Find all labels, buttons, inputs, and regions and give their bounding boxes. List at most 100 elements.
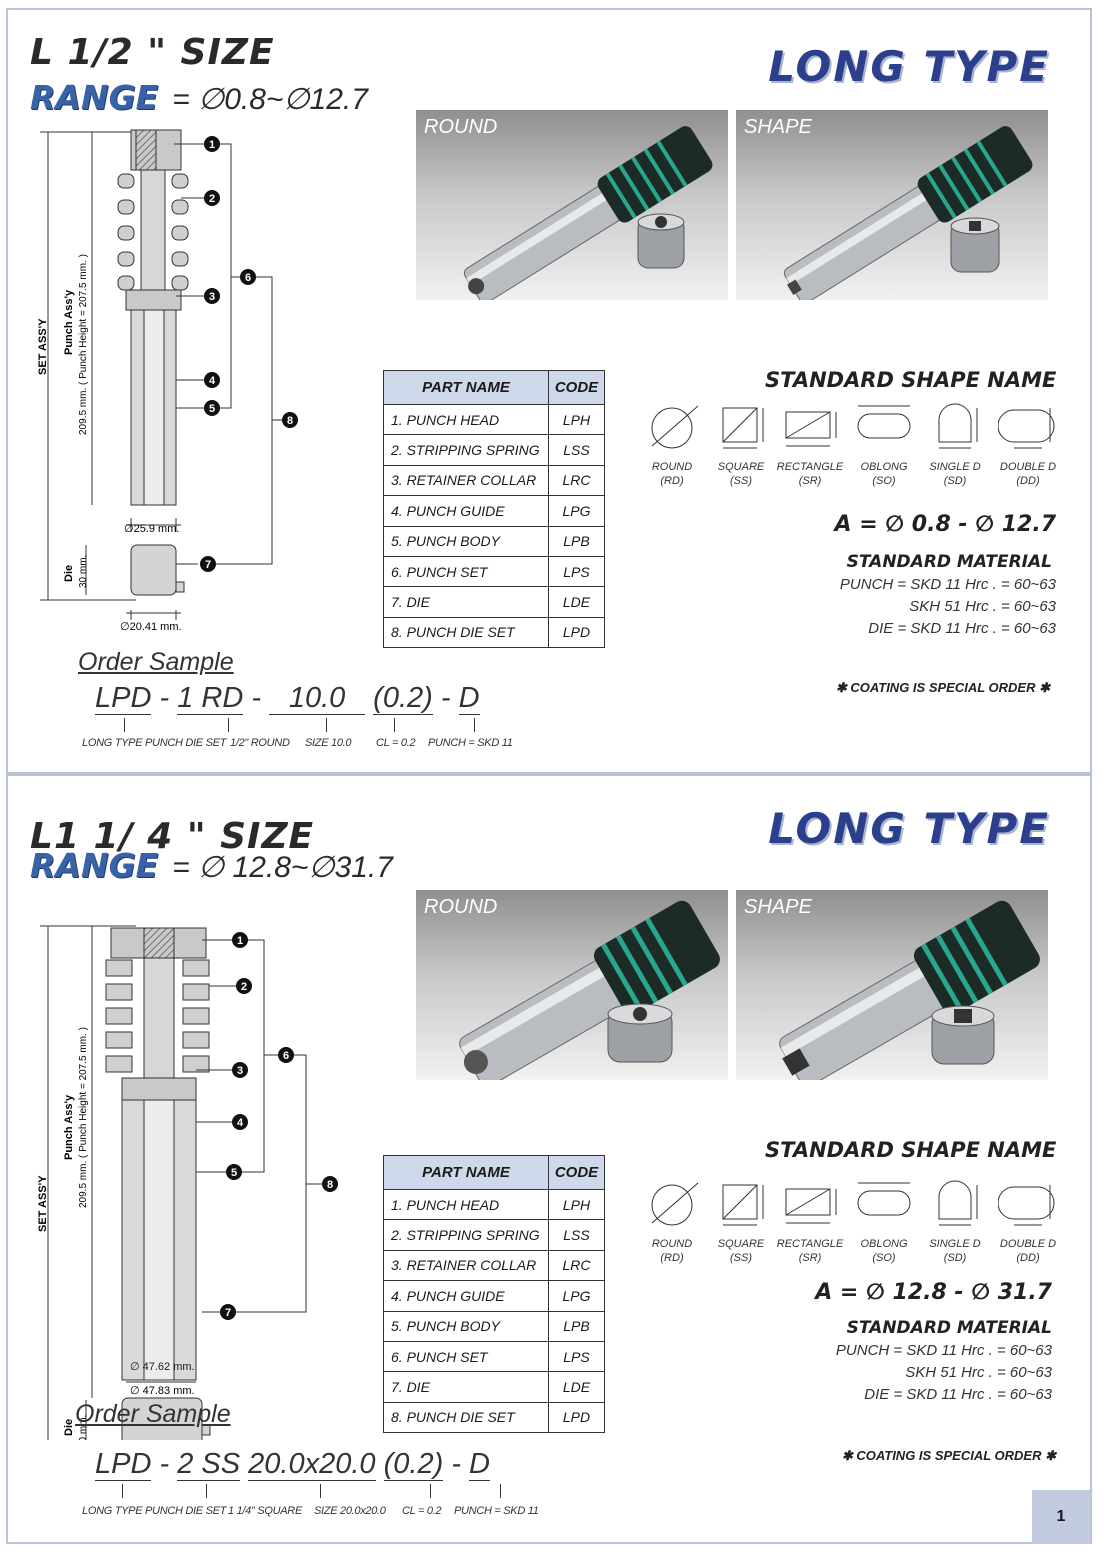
die-height-label: 30 mm. [78, 555, 89, 588]
section-one-quarter-inch: L1 1/ 4 " SIZE RANGE= ∅ 12.8~∅31.7 LONG … [0, 770, 1104, 1540]
part-name-cell: 5. PUNCH BODY [383, 525, 549, 557]
part-name-cell: 2. STRIPPING SPRING [383, 1219, 549, 1251]
callout-3 [204, 288, 220, 304]
punch-height-label: 209.5 mm. ( Punch Height = 207.5 mm. ) [78, 254, 89, 435]
part-code-cell: LPS [548, 1340, 605, 1373]
header-part-name: PART NAME [383, 370, 549, 405]
order-part: - [251, 682, 262, 714]
square-shape-icon [722, 407, 764, 449]
part-name-cell: 1. PUNCH HEAD [383, 1188, 549, 1221]
section-divider [6, 772, 1092, 776]
shape-diagrams: ROUND (RD) SQUARE (SS) RECTANGLE (SR) OB… [636, 1175, 1066, 1275]
callout-4 [232, 1114, 248, 1130]
part-name-cell: 5. PUNCH BODY [383, 1310, 549, 1342]
punch-assy-label: Punch Ass'y [63, 289, 75, 355]
part-name-cell: 7. DIE [383, 586, 549, 618]
part-code-cell: LSS [548, 1219, 605, 1251]
part-name-cell: 6. PUNCH SET [383, 555, 549, 588]
callout-2-label: 2 [241, 981, 247, 993]
order-desc: CL = 0.2 [376, 737, 416, 749]
part-name-cell: 3. RETAINER COLLAR [383, 464, 549, 497]
rectangle-shape-icon [785, 1188, 837, 1224]
range-row: RANGE= ∅ 12.8~∅31.7 [30, 846, 393, 885]
order-part: 2 SS [177, 1448, 241, 1481]
callout-4 [204, 372, 220, 388]
order-part: 20.0x20.0 [248, 1448, 376, 1481]
callout-5 [226, 1164, 242, 1180]
range-row: RANGE= ∅0.8~∅12.7 [30, 78, 368, 117]
shape-name: OBLONG [860, 1238, 908, 1250]
callout-markers [200, 136, 298, 572]
part-name-cell: 7. DIE [383, 1371, 549, 1403]
shape-abbr: (RD) [660, 475, 684, 487]
shape-name: DOUBLE D [999, 1238, 1057, 1250]
header-part-name: PART NAME [383, 1155, 549, 1190]
set-assy-label: SET ASS'Y [37, 318, 49, 375]
oblong-shape-icon [857, 405, 911, 439]
photo-shape-label: SHAPE [744, 116, 812, 138]
material-line: PUNCH = SKD 11 Hrc . = 60~63 [835, 1342, 1052, 1359]
photo-shape: SHAPE [736, 890, 1048, 1080]
callout-markers [220, 932, 338, 1320]
order-part: LPD [95, 1448, 152, 1481]
shape-name: SQUARE [717, 461, 765, 473]
long-type-heading: LONG TYPE [768, 804, 1050, 853]
part-code-cell: LDE [548, 586, 605, 618]
callout-6-label: 6 [283, 1050, 289, 1062]
order-part: D [469, 1448, 490, 1481]
material-title: STANDARD MATERIAL [846, 552, 1052, 572]
callout-8 [282, 412, 298, 428]
photo-round: ROUND [416, 890, 728, 1080]
size-title: L 1/2 " SIZE [30, 32, 275, 73]
order-part: D [458, 682, 480, 715]
callout-5-label: 5 [231, 1167, 237, 1179]
shape-punch-image [783, 126, 1033, 300]
range-label: RANGE [30, 78, 159, 117]
part-name-cell: 2. STRIPPING SPRING [383, 434, 549, 466]
order-sample-title: Order Sample [78, 648, 234, 676]
callout-3-label: 3 [237, 1065, 243, 1077]
shape-single-d: SINGLE D (SD) [919, 1175, 991, 1265]
part-name-cell: 6. PUNCH SET [383, 1340, 549, 1373]
order-desc: LONG TYPE PUNCH DIE SET [82, 1505, 227, 1517]
shape-abbr: (SD) [943, 1252, 967, 1264]
dia-bottom-label: ∅ 47.62 mm. [130, 1361, 195, 1373]
square-shape-icon [722, 1184, 764, 1226]
part-code-cell: LPG [548, 495, 605, 527]
callout-5 [204, 400, 220, 416]
callout-4-label: 4 [209, 375, 216, 387]
photo-shape-label: SHAPE [744, 896, 812, 918]
single-d-shape-icon [938, 403, 978, 449]
shape-name: DOUBLE D [999, 461, 1057, 473]
round-punch-image [459, 900, 720, 1080]
order-desc: SIZE 20.0x20.0 [314, 1505, 386, 1517]
shape-abbr: (DD) [1016, 1252, 1040, 1264]
table-header-row: PART NAME CODE [383, 1155, 605, 1190]
punch-height-label: 209.5 mm. ( Punch Height = 207.5 mm. ) [78, 1027, 89, 1208]
callout-1 [204, 136, 220, 152]
callout-1-label: 1 [237, 935, 243, 947]
standard-shape-title: STANDARD SHAPE NAME [765, 1138, 1057, 1162]
callout-7 [200, 556, 216, 572]
order-sample-title: Order Sample [75, 1400, 231, 1428]
order-part: (0.2) [383, 1448, 444, 1481]
callout-1 [232, 932, 248, 948]
shape-abbr: (SO) [872, 475, 896, 487]
die-label: Die [63, 565, 75, 582]
callout-4-label: 4 [237, 1117, 244, 1129]
order-part: - [159, 1448, 170, 1480]
callout-7-label: 7 [205, 559, 211, 571]
shape-name: RECTANGLE [776, 461, 844, 473]
shape-double-d: DOUBLE D (DD) [992, 1175, 1064, 1265]
material-line: DIE = SKD 11 Hrc . = 60~63 [868, 620, 1056, 637]
callout-2-label: 2 [209, 193, 215, 205]
